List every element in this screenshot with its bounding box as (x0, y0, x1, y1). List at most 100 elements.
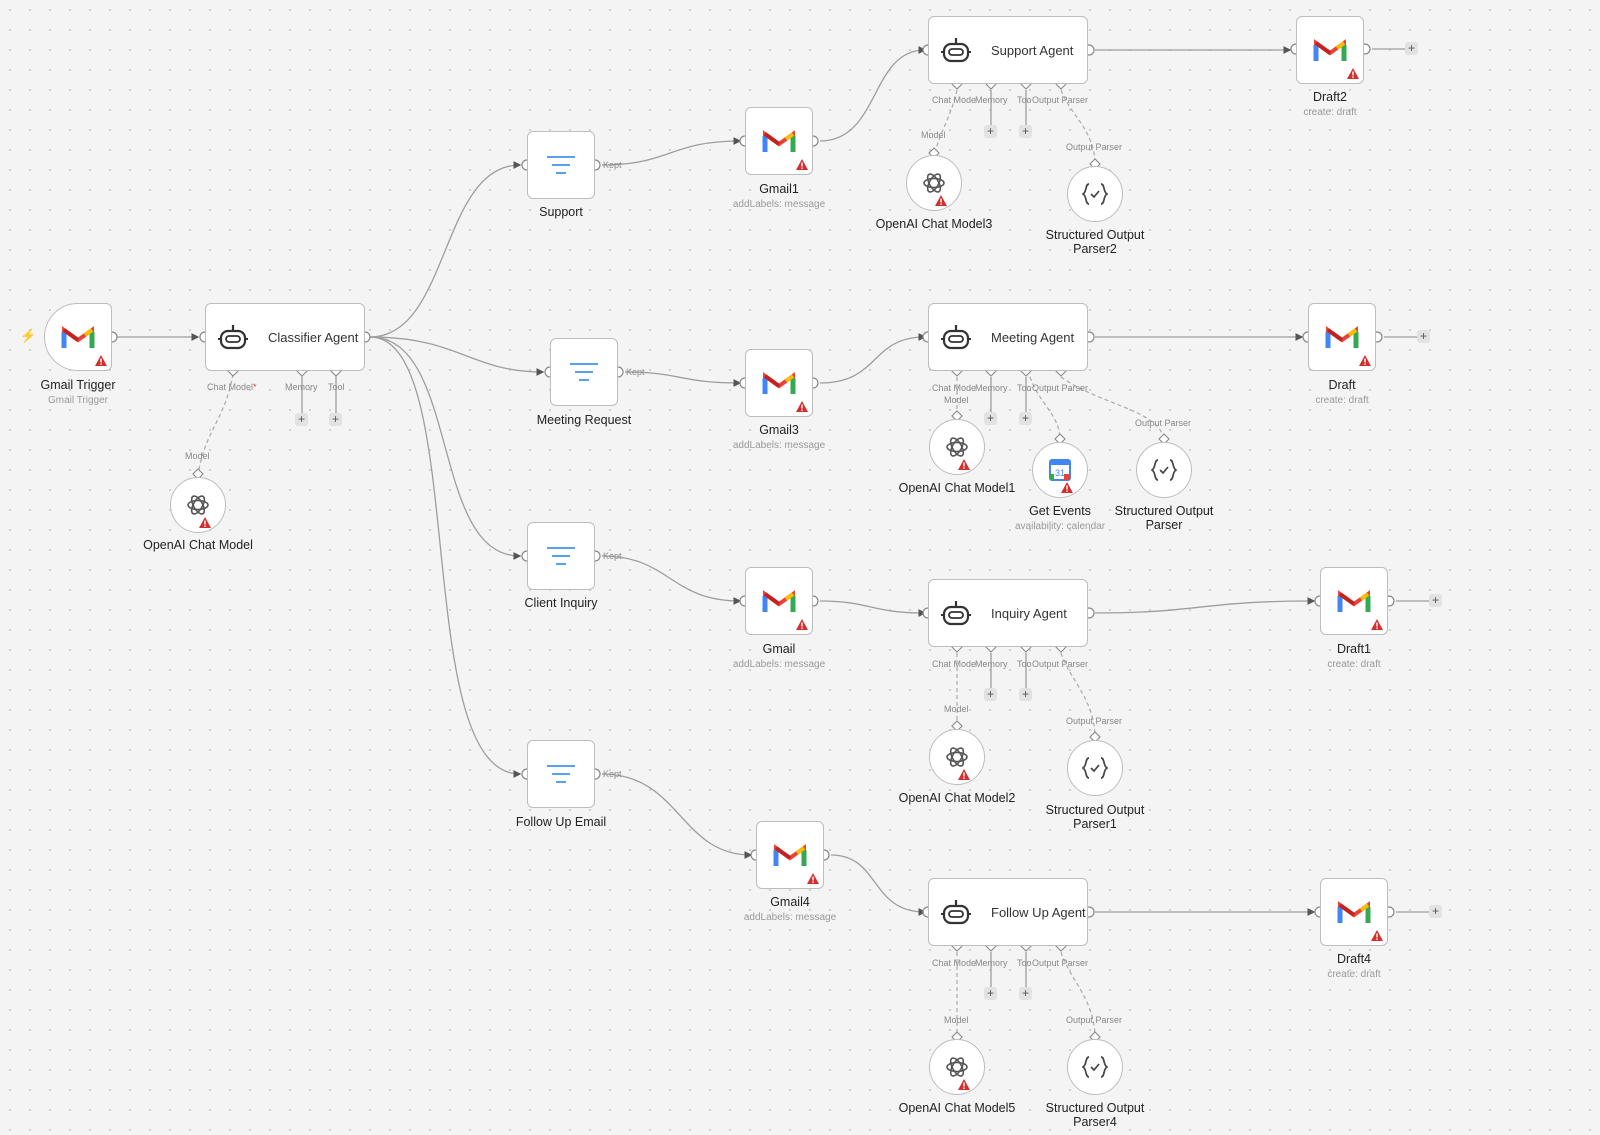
meeting-agent-node[interactable]: Meeting Agent (928, 303, 1088, 371)
draft1-node[interactable] (1320, 567, 1388, 635)
gmail3-node[interactable] (745, 349, 813, 417)
add-tool-button[interactable]: + (1019, 412, 1032, 425)
openai-chat-model5-node[interactable] (929, 1039, 985, 1095)
draft1-sub: create: draft (1327, 659, 1381, 670)
chat-model-handle-label: Chat Mode (932, 95, 977, 105)
support-agent-node[interactable]: Support Agent (928, 16, 1088, 84)
add-memory-button[interactable]: + (984, 987, 997, 1000)
meeting-agent-title: Meeting Agent (991, 329, 1075, 345)
google-calendar-icon: 31 (1049, 459, 1071, 481)
warning-triangle-icon (1359, 355, 1371, 366)
draft-node[interactable] (1308, 303, 1376, 371)
filter-icon (570, 363, 598, 381)
gmail-trigger-label: Gmail Trigger (40, 378, 116, 392)
openai-chat-model1-node[interactable] (929, 419, 985, 475)
gmail-label: Gmail (762, 642, 796, 656)
kept-label: Kept (603, 160, 622, 170)
warning-triangle-icon (1371, 619, 1383, 630)
robot-icon (941, 38, 971, 63)
gmail-sub: addLabels: message (732, 659, 826, 670)
chat-model-handle-label: Chat Model* (207, 382, 257, 392)
warning-triangle-icon (958, 459, 970, 470)
add-tool-button[interactable]: + (1019, 688, 1032, 701)
add-tool-button[interactable]: + (1019, 125, 1032, 138)
robot-icon (218, 325, 248, 350)
support-filter-node[interactable] (527, 131, 595, 199)
get-events-node[interactable]: 31 (1032, 442, 1088, 498)
inquiry-filter-node[interactable] (527, 522, 595, 590)
draft4-node[interactable] (1320, 878, 1388, 946)
openai-icon (946, 1057, 968, 1077)
output-parser-handle-label: Output Parser (1066, 716, 1123, 726)
gmail-icon (61, 326, 95, 348)
followup-agent-title: Follow Up Agent (991, 904, 1086, 920)
warning-triangle-icon (199, 517, 211, 528)
draft4-label: Draft4 (1336, 952, 1372, 966)
add-memory-button[interactable]: + (984, 412, 997, 425)
followup-filter-node[interactable] (527, 740, 595, 808)
gmail1-node[interactable] (745, 107, 813, 175)
add-memory-button[interactable]: + (984, 125, 997, 138)
gmail-icon (1313, 39, 1347, 61)
gmail1-sub: addLabels: message (732, 199, 826, 210)
filter-icon (547, 156, 575, 174)
warning-triangle-icon (95, 355, 107, 366)
gmail-trigger-sub: Gmail Trigger (47, 395, 108, 406)
chat-model-handle-label: Chat Mode (932, 383, 977, 393)
warning-triangle-icon (796, 619, 808, 630)
kept-label: Kept (626, 367, 645, 377)
meeting-filter-node[interactable] (550, 338, 618, 406)
followup-agent-node[interactable]: Follow Up Agent (928, 878, 1088, 946)
gmail4-node[interactable] (756, 821, 824, 889)
gmail3-sub: addLabels: message (732, 440, 826, 451)
add-node-button[interactable]: + (1429, 594, 1442, 607)
tool-handle-label: Too (1017, 95, 1032, 105)
draft-label: Draft (1328, 378, 1356, 392)
inquiry-filter-label: Client Inquiry (524, 596, 598, 610)
wire-support-gmail1 (601, 137, 742, 166)
draft2-node[interactable] (1296, 16, 1364, 84)
chat-model-handle-label: Chat Mode (932, 958, 977, 968)
model-handle-label: Model (944, 704, 969, 714)
structured-output-parser-node[interactable] (1136, 442, 1192, 498)
gmail-trigger-node[interactable] (44, 303, 112, 371)
classifier-agent-node[interactable]: Classifier Agent (205, 303, 365, 371)
draft2-label: Draft2 (1312, 90, 1348, 104)
get-events-sub: availability: calendar (1014, 521, 1106, 532)
memory-handle-label: Memory (975, 958, 1008, 968)
structured-output-parser2-node[interactable] (1067, 166, 1123, 222)
gmail-icon (762, 590, 796, 612)
openai-chat-model2-node[interactable] (929, 729, 985, 785)
inquiry-agent-node[interactable]: Inquiry Agent (928, 579, 1088, 647)
openai-chat-model1-label: OpenAI Chat Model1 (898, 481, 1016, 495)
model-handle-label: Model (921, 130, 946, 140)
add-node-button[interactable]: + (1429, 905, 1442, 918)
warning-triangle-icon (935, 195, 947, 206)
add-node-button[interactable]: + (1417, 330, 1430, 343)
add-memory-button[interactable]: + (295, 413, 308, 426)
wire-classifier-meeting (369, 336, 545, 376)
add-node-button[interactable]: + (1405, 42, 1418, 55)
wire-inquiry-agent-draft1 (1094, 597, 1316, 614)
warning-triangle-icon (796, 401, 808, 412)
openai-chat-model3-node[interactable] (906, 155, 962, 211)
gmail3-label: Gmail3 (759, 423, 799, 437)
filter-icon (547, 765, 575, 783)
wire-classifier-followup (369, 336, 522, 778)
output-parser-handle-label: Output Parser (1135, 418, 1192, 428)
draft4-sub: create: draft (1327, 969, 1381, 980)
gmail-node[interactable] (745, 567, 813, 635)
kept-label: Kept (603, 551, 622, 561)
openai-icon (946, 437, 968, 457)
gmail-icon (762, 372, 796, 394)
output-parser-handle-label: Output Parser (1032, 659, 1089, 669)
add-tool-button[interactable]: + (329, 413, 342, 426)
structured-output-parser4-node[interactable] (1067, 1039, 1123, 1095)
add-memory-button[interactable]: + (984, 688, 997, 701)
wire-classifier-support (369, 161, 522, 338)
memory-handle-label: Memory (975, 659, 1008, 669)
add-tool-button[interactable]: + (1019, 987, 1032, 1000)
structured-output-parser1-node[interactable] (1067, 740, 1123, 796)
openai-chat-model-node[interactable] (170, 477, 226, 533)
